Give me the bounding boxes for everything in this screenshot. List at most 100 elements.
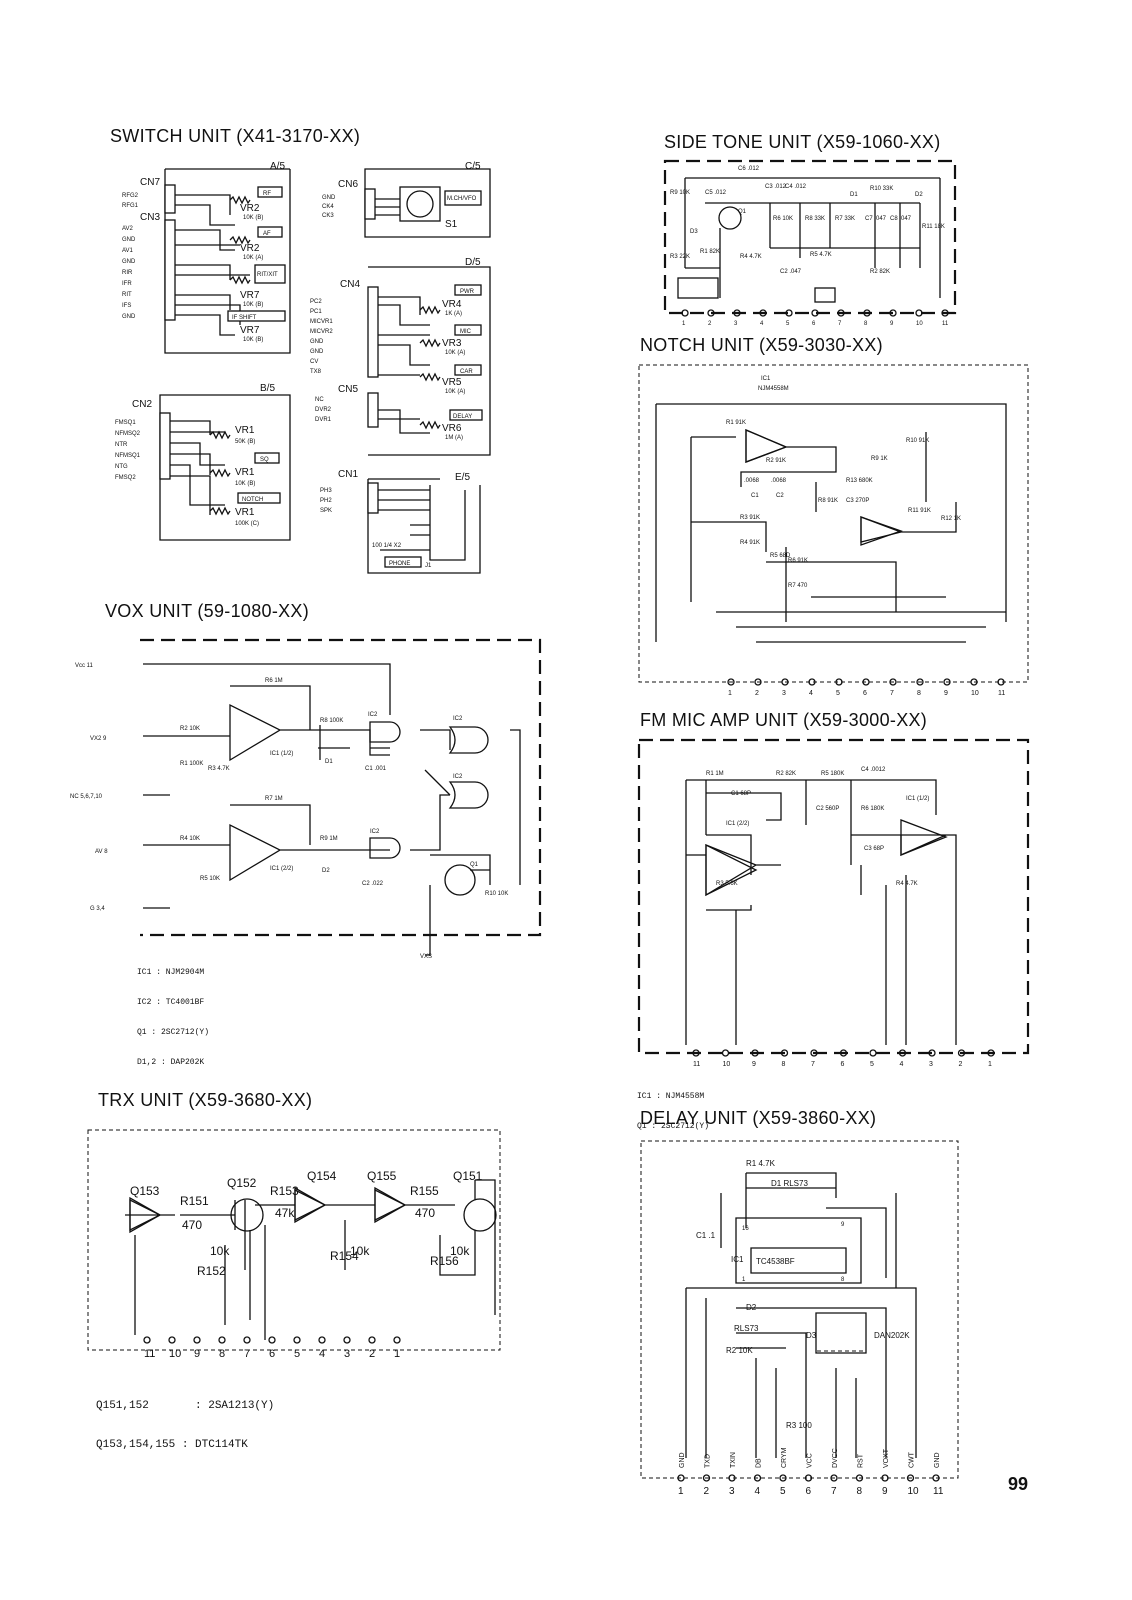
vox-r9: R9 1M xyxy=(320,836,338,842)
side-tone-pin-circle xyxy=(863,309,871,317)
side-tone-pin-circle xyxy=(707,309,715,317)
fm-ic1a: IC1 (1/2) xyxy=(906,796,929,802)
notch-r3: R3 91K xyxy=(740,515,760,521)
trx-pin-circle xyxy=(293,1336,301,1344)
rit-xit-label: RIT/XIT xyxy=(257,272,278,278)
cn4-pin-2: PC1 xyxy=(310,309,322,315)
fm-pin-number: 2 xyxy=(959,1061,963,1068)
fm-legend-q1: Q1 : 2SC2712(Y) xyxy=(637,1122,710,1131)
vox-legend: IC1 : NJM2904M IC2 : TC4001BF Q1 : 2SC27… xyxy=(137,948,209,1078)
vox-r10: R10 10K xyxy=(485,891,508,897)
fm-c1: C1 68P xyxy=(731,791,751,797)
vox-ic1b: IC1 (2/2) xyxy=(270,866,293,872)
notch-r6: R6 91K xyxy=(788,558,808,564)
trx-r154-val: 10k xyxy=(350,1244,370,1258)
delay-d2-name: RLS73 xyxy=(734,1324,759,1333)
st-c2: C2 .047 xyxy=(780,269,802,275)
delay-pin-circle xyxy=(906,1474,915,1482)
trx-r156-val: 10k xyxy=(450,1244,470,1258)
vox-r2: R2 10K xyxy=(180,726,200,732)
fm-pin-circle xyxy=(928,1049,936,1057)
vr3-label: VR3 xyxy=(442,338,462,349)
vox-port-nc: NC 5,6,7,10 xyxy=(70,794,103,800)
delay-pin-circle xyxy=(881,1474,889,1482)
vr7-rit-value: 10K (B) xyxy=(243,302,263,308)
cn2-pin-4: NFMSQ1 xyxy=(115,453,141,459)
vr3-value: 10K (A) xyxy=(445,350,465,356)
notch-r13: R13 680K xyxy=(846,478,873,484)
cn2-pin-3: NTR xyxy=(115,442,128,448)
section-e-label: E/5 xyxy=(455,472,470,483)
trx-pin-number: 10 xyxy=(169,1348,181,1360)
cn4-pin-6: GND xyxy=(310,349,324,355)
vr2-rf-value: 10K (B) xyxy=(243,215,263,221)
notch-c2-val: .0068 xyxy=(771,478,787,484)
fm-pin-circle xyxy=(692,1049,700,1057)
vox-legend-d: D1,2 : DAP202K xyxy=(137,1058,205,1067)
fm-pin-number: 5 xyxy=(870,1061,874,1068)
notch-pin-number: 9 xyxy=(944,690,948,697)
cn1-pin-2: PH2 xyxy=(320,498,332,504)
section-a-label: A/5 xyxy=(270,161,285,172)
phone-label: PHONE xyxy=(389,561,410,567)
vr5-label: VR5 xyxy=(442,377,462,388)
side-tone-pin-number: 11 xyxy=(942,321,949,327)
side-tone-pin-number: 6 xyxy=(812,321,816,327)
side-tone-pin-circle xyxy=(785,309,793,317)
vr5-value: 10K (A) xyxy=(445,389,465,395)
trx-q151: Q151 xyxy=(453,1169,483,1183)
vox-unit-schematic: Vcc 11 VX2 9 NC 5,6,7,10 AV 8 G 3,4 VXS … xyxy=(70,638,542,960)
section-c-label: C/5 xyxy=(465,161,481,172)
vr7-ifshift-value: 10K (B) xyxy=(243,337,263,343)
notch-r12: R12 1K xyxy=(941,516,961,522)
trx-pin-circle xyxy=(318,1336,326,1344)
fm-c2: C2 560P xyxy=(816,806,839,812)
vox-r5: R5 10K xyxy=(200,876,220,882)
vox-ic2d: IC2 xyxy=(370,829,380,835)
delay-pin1: 1 xyxy=(742,1277,746,1283)
page-number: 99 xyxy=(1008,1474,1029,1494)
notch-r5: R5 68D xyxy=(770,553,791,559)
notch-pin-circle xyxy=(781,678,789,686)
delay-pin-number: 10 xyxy=(908,1486,920,1497)
cn6-pin-3: CK3 xyxy=(322,213,334,219)
notch-r11: R11 91K xyxy=(908,508,931,514)
vox-ic1a: IC1 (1/2) xyxy=(270,751,293,757)
delay-pin-circle xyxy=(830,1474,838,1482)
fm-pin-circle xyxy=(987,1049,995,1057)
cn5-pin-3: DVR1 xyxy=(315,417,332,423)
mch-vfo-label: M.CH/VFO xyxy=(447,196,477,202)
trx-r153: R153 xyxy=(270,1184,299,1198)
trx-pin-number: 4 xyxy=(319,1348,325,1360)
delay-pin-number: 3 xyxy=(729,1486,735,1497)
notch-pin-circle xyxy=(970,678,978,686)
cn3-pin-7: RIT xyxy=(122,292,132,298)
vox-legend-ic2: IC2 : TC4001BF xyxy=(137,998,205,1007)
side-tone-pin-number: 1 xyxy=(682,321,686,327)
trx-r153-val: 47k xyxy=(275,1206,295,1220)
delay-pin-name: CRYM xyxy=(781,1447,788,1468)
st-q1: Q1 xyxy=(738,209,747,215)
vox-r3: R3 4.7K xyxy=(208,766,230,772)
notch-pin-number: 1 xyxy=(728,690,732,697)
delay-d2: D2 xyxy=(746,1303,757,1312)
cn4-pin-1: PC2 xyxy=(310,299,322,305)
st-r6: R6 10K xyxy=(773,216,793,222)
fm-pin-number: 7 xyxy=(811,1061,815,1068)
trx-unit-schematic: Q153 R151 470 Q152 R152 10k R153 47k Q15… xyxy=(87,1129,501,1360)
delay-pin-number: 9 xyxy=(882,1486,888,1497)
delay-pin8: 8 xyxy=(841,1277,845,1283)
cn2-label: CN2 xyxy=(132,399,152,410)
side-tone-pin-circle xyxy=(733,309,741,317)
notch-pin-circle xyxy=(916,678,924,686)
trx-pin-circle xyxy=(268,1336,276,1344)
trx-pin-circle xyxy=(243,1336,251,1344)
delay-pin-circle xyxy=(677,1474,685,1482)
trx-r152: R152 xyxy=(197,1264,226,1278)
cn6-pin-2: CK4 xyxy=(322,204,334,210)
car-label: CAR xyxy=(460,369,473,375)
trx-pin-circle xyxy=(218,1336,226,1344)
fm-pin-number: 4 xyxy=(900,1061,904,1068)
delay-pin-number: 8 xyxy=(857,1486,863,1497)
st-d1: D1 xyxy=(850,192,858,198)
